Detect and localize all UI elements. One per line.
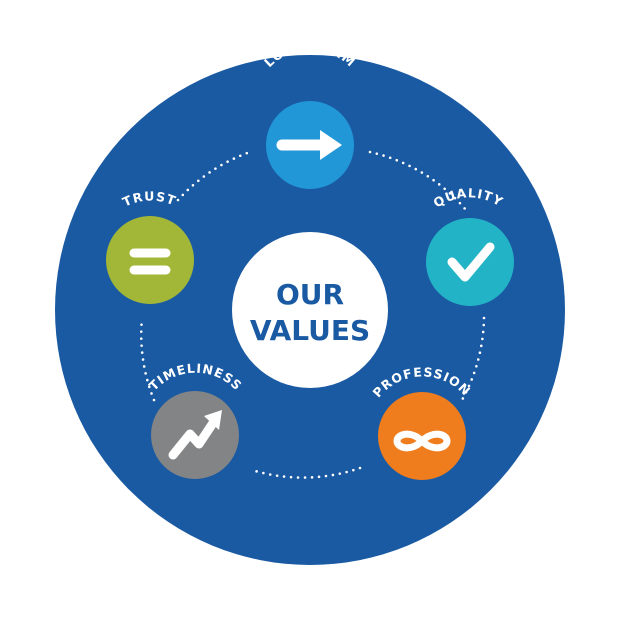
connector-longterm-quality <box>368 150 468 212</box>
connector-quality-profession <box>460 316 486 402</box>
connector-dots <box>139 150 486 479</box>
value-node-trust: TRUST <box>106 188 194 304</box>
center-title-line1: OUR <box>276 278 344 311</box>
connector-timeliness-trust <box>139 316 156 402</box>
trend-up-icon <box>168 410 222 460</box>
equals-icon <box>129 248 171 275</box>
value-circle <box>378 392 466 480</box>
center-title-line2: VALUES <box>250 314 370 347</box>
center-disc <box>232 232 388 388</box>
center-badge: OUR VALUES <box>232 232 388 388</box>
value-circle <box>426 218 514 306</box>
value-label: TRUST <box>120 188 178 209</box>
infinity-icon <box>393 430 451 452</box>
connector-trust-longterm <box>176 150 252 202</box>
value-circle <box>106 216 194 304</box>
connector-profession-timeliness <box>250 466 362 479</box>
arrow-right-icon <box>276 130 342 160</box>
checkmark-icon <box>447 242 495 282</box>
